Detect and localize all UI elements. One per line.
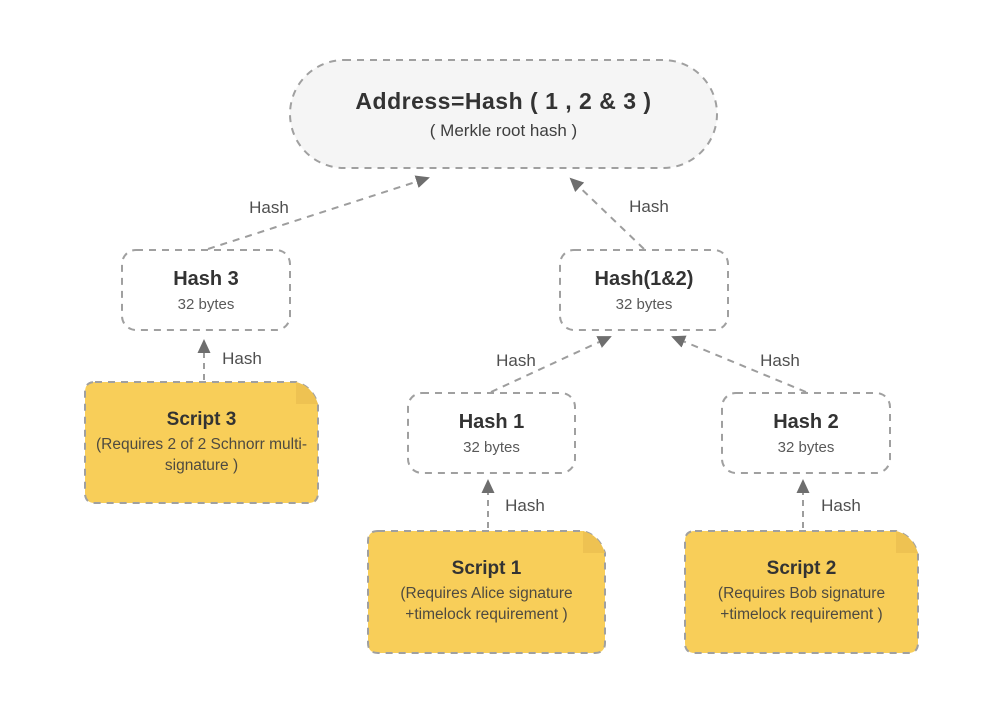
hash1-node: Hash 1 32 bytes — [408, 393, 575, 473]
edge-label-script2-hash2: Hash — [821, 496, 861, 515]
hash12-title: Hash(1&2) — [594, 267, 694, 290]
script3-fold-corner — [296, 382, 318, 404]
script1-title: Script 1 — [451, 558, 522, 580]
hash2-title: Hash 2 — [773, 410, 839, 433]
hash2-node: Hash 2 32 bytes — [722, 393, 890, 473]
root-node-subtitle: ( Merkle root hash ) — [429, 120, 578, 140]
hash2-node-shape — [721, 392, 891, 474]
hash12-node: Hash(1&2) 32 bytes — [560, 250, 728, 330]
edge-label-script3-hash3: Hash — [222, 349, 262, 368]
root-node-shape — [289, 59, 718, 169]
edge-hash2-to-hash12 — [671, 335, 807, 393]
edge-hash1-to-hash12 — [490, 336, 612, 393]
hash12-bytes: 32 bytes — [615, 295, 673, 313]
edge-label-hash2-hash12: Hash — [760, 351, 800, 370]
edge-label-script1-hash1: Hash — [505, 496, 545, 515]
hash3-bytes: 32 bytes — [177, 295, 235, 313]
script1-fold-corner — [583, 531, 605, 553]
hash3-title: Hash 3 — [173, 267, 239, 290]
script3-description: (Requires 2 of 2 Schnorr multi-signature… — [95, 435, 308, 474]
script1-description: (Requires Alice signature +timelock requ… — [400, 585, 573, 623]
script3-title: Script 3 — [166, 408, 237, 430]
edge-label-hash1-hash12: Hash — [496, 351, 536, 370]
edge-label-hash12-root: Hash — [629, 197, 669, 216]
script3-node: Script 3 (Requires 2 of 2 Schnorr multi-… — [85, 382, 318, 503]
root-node: Address=Hash ( 1 , 2 & 3 ) ( Merkle root… — [290, 60, 717, 168]
script2-node: Script 2 (Requires Bob signature +timelo… — [685, 531, 918, 653]
root-node-title: Address=Hash ( 1 , 2 & 3 ) — [355, 87, 652, 114]
edge-hash12-to-root — [569, 177, 645, 250]
hash12-node-shape — [559, 249, 729, 331]
hash1-bytes: 32 bytes — [463, 438, 520, 456]
script2-title: Script 2 — [766, 558, 837, 580]
script1-node: Script 1 (Requires Alice signature +time… — [368, 531, 605, 653]
edge-label-hash3-root: Hash — [249, 198, 289, 217]
hash2-bytes: 32 bytes — [777, 438, 835, 456]
script2-fold-corner — [896, 531, 918, 553]
hash1-title: Hash 1 — [458, 410, 525, 433]
hash3-node: Hash 3 32 bytes — [122, 250, 290, 330]
hash1-node-shape — [407, 392, 576, 474]
hash3-node-shape — [121, 249, 291, 331]
script2-description: (Requires Bob signature +timelock requir… — [717, 585, 886, 623]
edge-hash3-to-root — [207, 175, 430, 250]
